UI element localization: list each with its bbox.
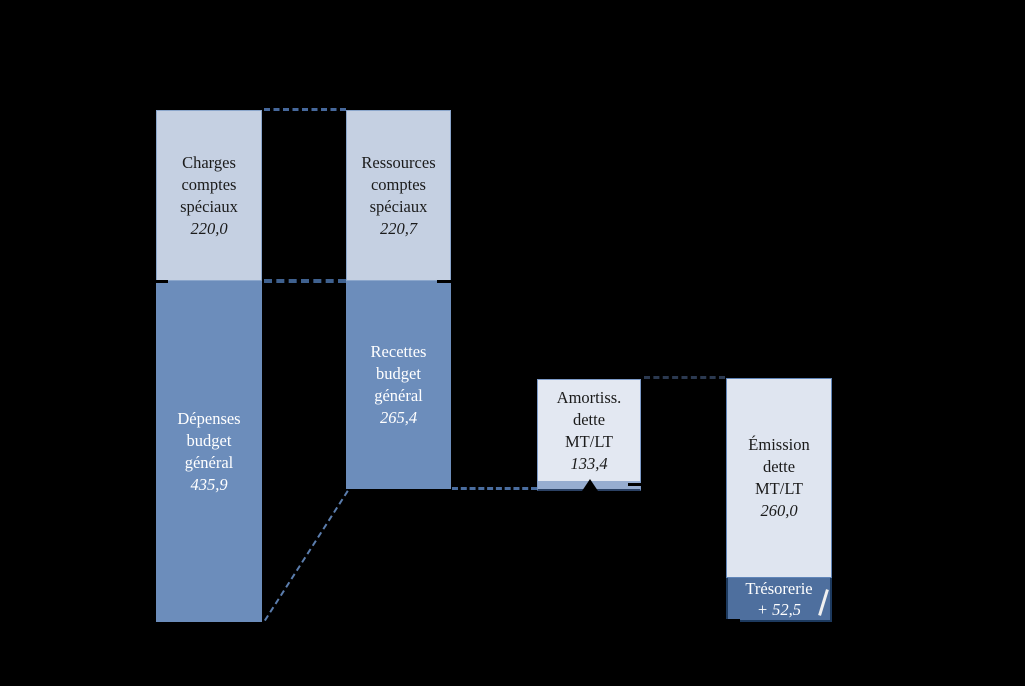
bar-label: Recettes budget général bbox=[370, 342, 427, 405]
minus-mark-right bbox=[437, 280, 457, 283]
connector-dotted-dark bbox=[644, 376, 725, 379]
bar-value: 220,7 bbox=[379, 218, 418, 238]
bar-ressources-comptes-speciaux: Ressources comptes spéciaux 220,7 bbox=[346, 110, 451, 281]
minus-mark-left bbox=[147, 280, 168, 283]
bar-label: Dépenses budget général bbox=[177, 408, 241, 472]
bar-label: Charges comptes spéciaux bbox=[180, 152, 238, 216]
equals-mark bbox=[628, 483, 644, 486]
bar-value: 265,4 bbox=[379, 408, 418, 427]
bar-label: Amortiss. dette MT/LT bbox=[556, 387, 622, 451]
connector-dashed-middle bbox=[264, 279, 346, 283]
connector-dashed-diagonal bbox=[264, 490, 349, 622]
bar-amortissement-dette: Amortiss. dette MT/LT 133,4 bbox=[537, 379, 641, 491]
bar-tresorerie: Trésorerie + 52,5 bbox=[726, 578, 832, 622]
bar-value: 133,4 bbox=[570, 453, 608, 473]
bar-value: 435,9 bbox=[190, 474, 228, 494]
bar-recettes-budget-general: Recettes budget général 265,4 bbox=[346, 281, 451, 489]
bar-value: + 52,5 bbox=[756, 600, 802, 619]
bar-label: Ressources comptes spéciaux bbox=[361, 152, 436, 216]
bar-label: Trésorerie bbox=[745, 579, 813, 598]
bar-charges-comptes-speciaux: Charges comptes spéciaux 220,0 bbox=[156, 110, 262, 281]
bar-value: 260,0 bbox=[760, 501, 798, 520]
bar-label: Émission dette MT/LT bbox=[748, 435, 810, 498]
arrow-up-icon bbox=[582, 479, 598, 491]
bar-emission-dette: Émission dette MT/LT 260,0 bbox=[726, 378, 832, 578]
connector-dashed-right bbox=[452, 487, 537, 490]
bar-value: 220,0 bbox=[190, 218, 228, 238]
minus-mark-bottom bbox=[716, 619, 740, 622]
bar-depenses-budget-general: Dépenses budget général 435,9 bbox=[156, 281, 262, 622]
connector-dashed-top bbox=[264, 108, 346, 111]
